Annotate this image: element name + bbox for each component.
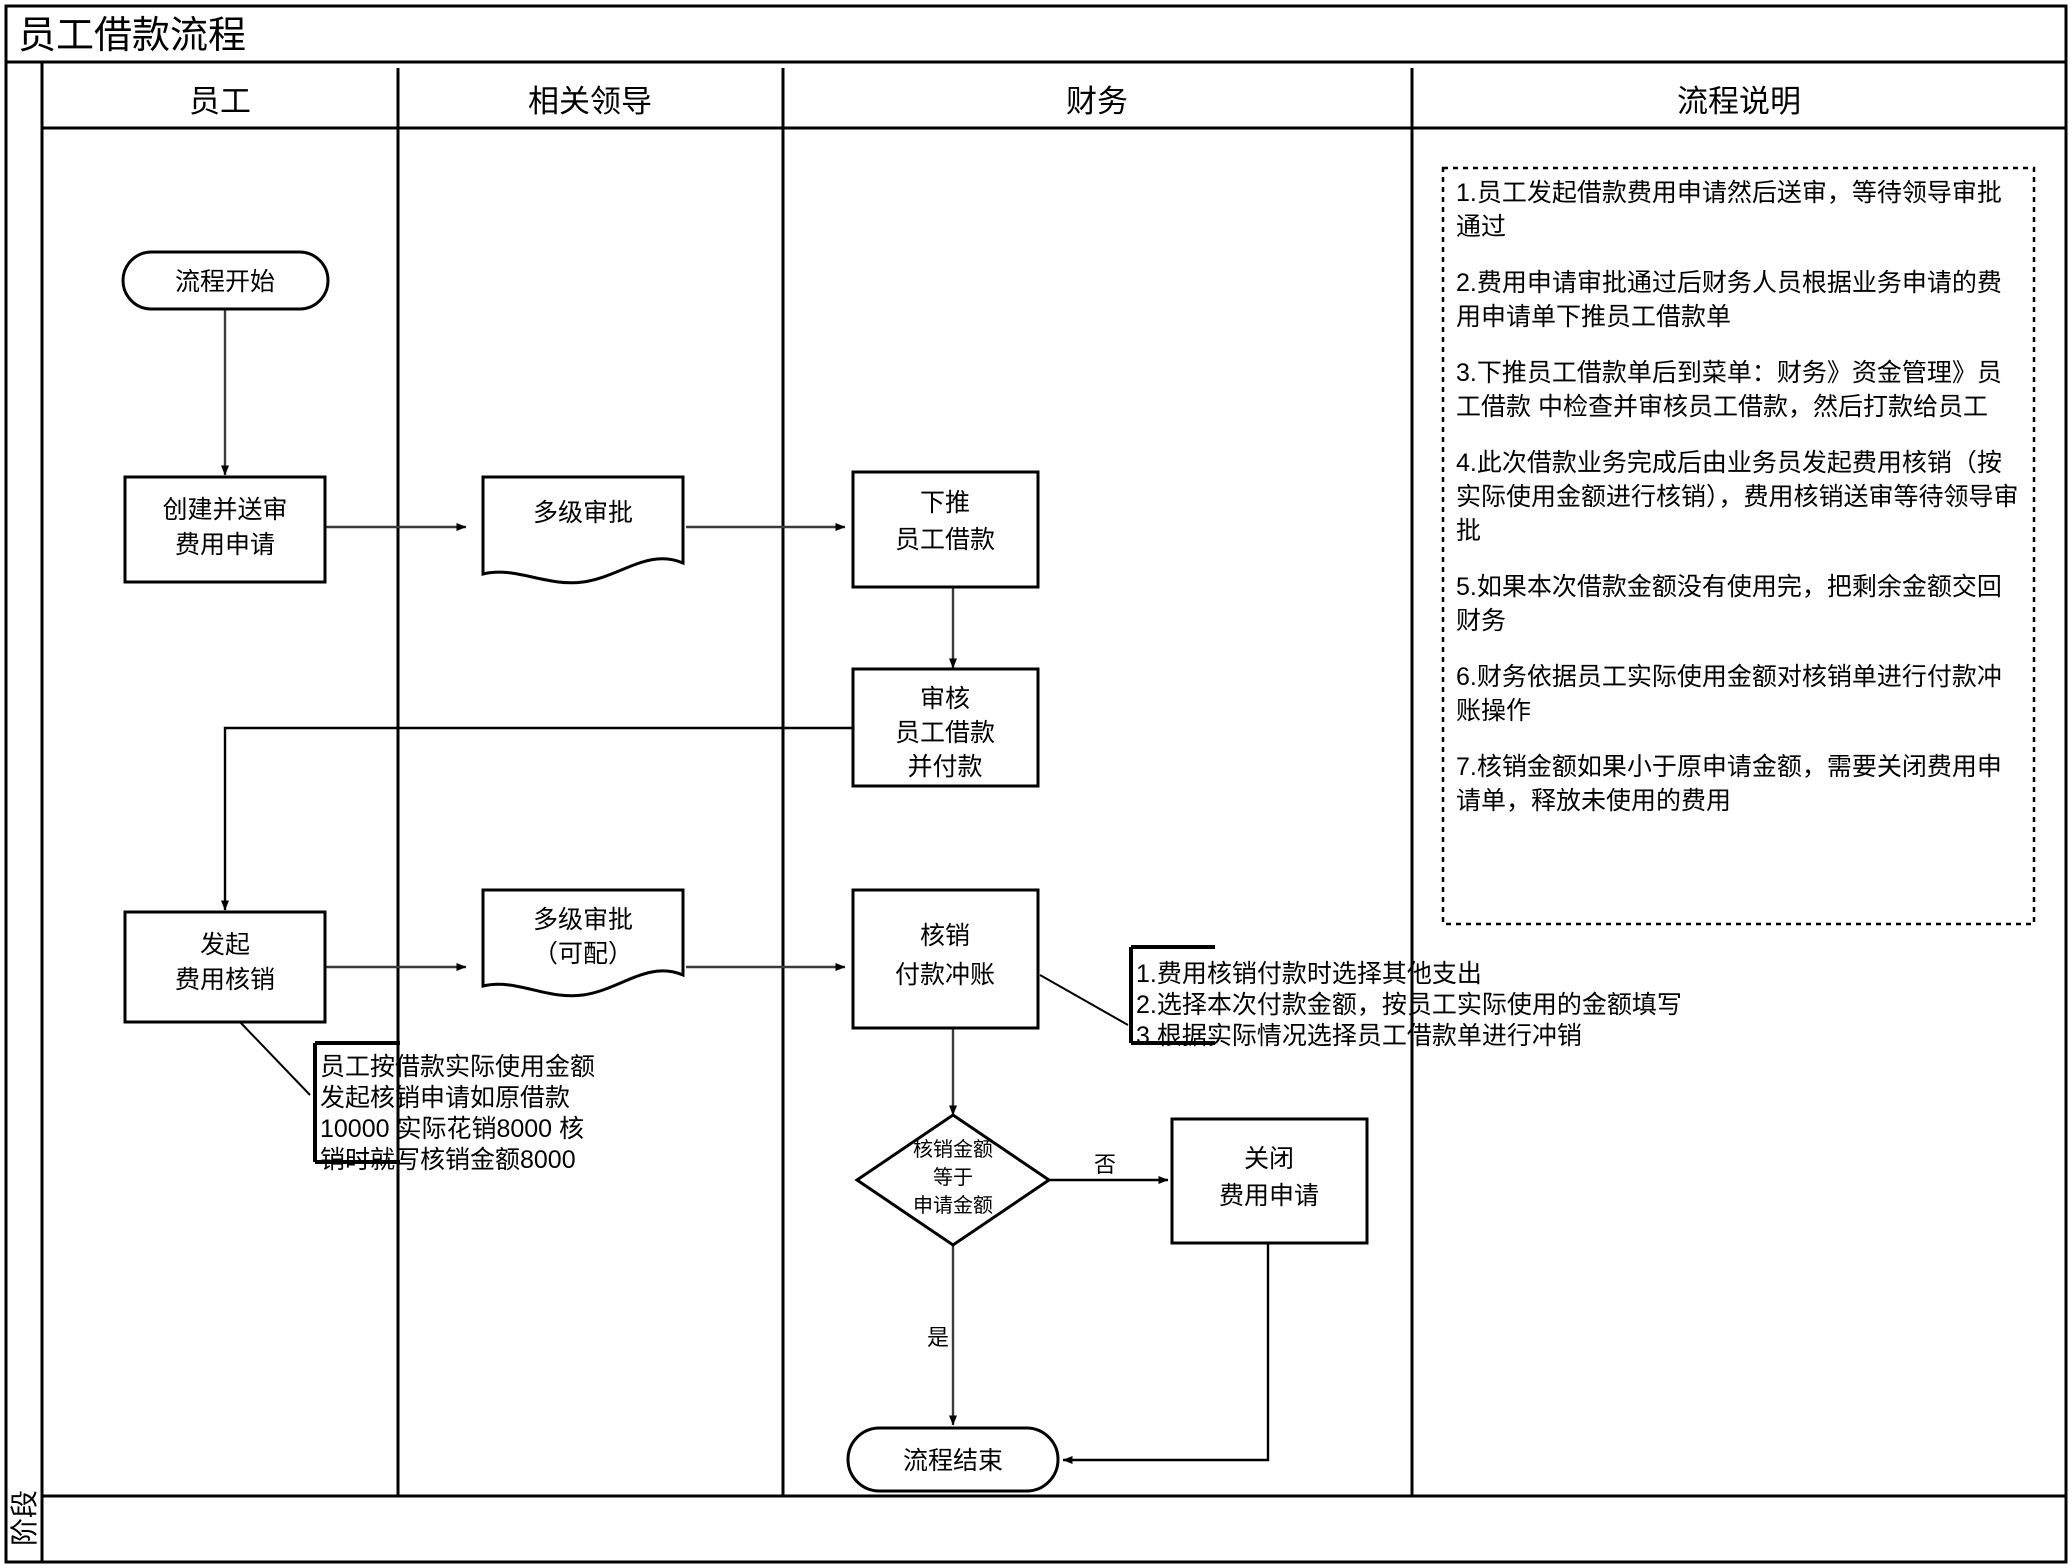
node-create-line2: 费用申请	[175, 531, 275, 559]
edge-label-no: 否	[1094, 1152, 1116, 1177]
description-item: 5.如果本次借款金额没有使用完，把剩余金额交回财务	[1456, 573, 2002, 635]
node-audit-and-pay-loan[interactable]: 审核 员工借款 并付款	[851, 667, 1040, 788]
node-close-line2: 费用申请	[1219, 1182, 1319, 1210]
description-item: 2.费用申请审批通过后财务人员根据业务申请的费用申请单下推员工借款单	[1456, 269, 2002, 331]
lane-header-description: 流程说明	[1677, 84, 1801, 119]
node-push-line1: 下推	[920, 489, 970, 517]
node-start-label: 流程开始	[175, 268, 275, 296]
node-close-expense-application[interactable]: 关闭 费用申请	[1170, 1117, 1369, 1245]
node-writeoff-line1: 发起	[200, 931, 250, 959]
description-item: 6.财务依据员工实际使用金额对核销单进行付款冲账操作	[1456, 663, 2002, 725]
edge-close-to-end	[1062, 1243, 1270, 1464]
note-payment-line1: 1.费用核销付款时选择其他支出	[1136, 960, 1482, 988]
node-multilevel-approval-1[interactable]: 多级审批	[481, 475, 685, 585]
node-writeoff-line2: 费用核销	[175, 966, 275, 994]
node-audit-line3: 并付款	[907, 753, 982, 781]
node-payment-line2: 付款冲账	[895, 961, 995, 989]
outer-border	[4, 4, 2068, 1564]
note-payment-leader	[1039, 974, 1129, 1026]
description-item: 1.员工发起借款费用申请然后送审，等待领导审批通过	[1456, 179, 2002, 241]
note-writeoff-line4: 销时就写核销金额8000	[320, 1146, 576, 1174]
note-writeoff-line3: 10000 实际花销8000 核	[320, 1115, 584, 1143]
node-decision-line1: 核销金额	[913, 1138, 993, 1161]
note-payment-line2: 2.选择本次付款金额，按员工实际使用的金额填写	[1136, 991, 1682, 1019]
node-start[interactable]: 流程开始	[121, 250, 330, 311]
node-create-expense-application[interactable]: 创建并送审 费用申请	[123, 475, 327, 584]
note-writeoff-line1: 员工按借款实际使用金额	[320, 1053, 595, 1081]
node-writeoff-payment-offset[interactable]: 核销 付款冲账	[851, 888, 1040, 1030]
node-decision-line2: 等于	[933, 1166, 973, 1189]
node-multilevel-approval-2[interactable]: 多级审批 （可配）	[481, 888, 685, 998]
lane-header-finance: 财务	[1066, 84, 1128, 119]
node-end[interactable]: 流程结束	[846, 1426, 1060, 1493]
node-end-label: 流程结束	[903, 1447, 1003, 1475]
description-list: 1.员工发起借款费用申请然后送审，等待领导审批通过 2.费用申请审批通过后财务人员…	[1450, 176, 2030, 918]
node-approval2-line1: 多级审批	[533, 906, 633, 934]
node-push-line2: 员工借款	[895, 526, 995, 554]
node-approval2-line2: （可配）	[533, 940, 633, 968]
node-audit-line1: 审核	[920, 685, 970, 713]
note-writeoff-line2: 发起核销申请如原借款	[320, 1084, 570, 1112]
node-decision-line3: 申请金额	[913, 1194, 993, 1217]
stage-label: 阶段	[9, 1490, 40, 1546]
page-title: 员工借款流程	[18, 15, 246, 57]
edge-label-yes: 是	[927, 1325, 949, 1350]
node-create-line1: 创建并送审	[162, 496, 287, 524]
node-audit-line2: 员工借款	[895, 719, 995, 747]
note-writeoff-bracket	[313, 1041, 400, 1164]
lane-header-leader: 相关领导	[528, 84, 652, 119]
node-payment-line1: 核销	[920, 922, 970, 950]
note-payment-steps: 1.费用核销付款时选择其他支出 2.选择本次付款金额，按员工实际使用的金额填写 …	[1039, 945, 1682, 1050]
node-decision-amount-equal[interactable]: 核销金额 等于 申请金额	[854, 1113, 1052, 1247]
note-writeoff-amount: 员工按借款实际使用金额 发起核销申请如原借款 10000 实际花销8000 核 …	[239, 1021, 595, 1174]
description-item: 4.此次借款业务完成后由业务员发起费用核销（按实际使用金额进行核销），费用核销送…	[1456, 449, 2019, 545]
description-item: 7.核销金额如果小于原申请金额，需要关闭费用申请单，释放未使用的费用	[1456, 753, 2002, 815]
note-writeoff-leader	[239, 1021, 311, 1096]
lane-header-employee: 员工	[189, 84, 251, 119]
node-push-employee-loan[interactable]: 下推 员工借款	[851, 470, 1040, 589]
note-payment-bracket	[1129, 945, 1215, 1045]
node-close-line1: 关闭	[1244, 1145, 1294, 1173]
note-payment-line3: 3.根据实际情况选择员工借款单进行冲销	[1136, 1022, 1582, 1050]
node-start-expense-writeoff[interactable]: 发起 费用核销	[123, 910, 327, 1024]
description-item: 3.下推员工借款单后到菜单：财务》资金管理》员工借款 中检查并审核员工借款，然后…	[1456, 359, 2002, 421]
edge-audit-to-writeoff	[221, 726, 855, 911]
description-panel	[1441, 166, 2036, 926]
node-approval1-label: 多级审批	[533, 499, 633, 527]
